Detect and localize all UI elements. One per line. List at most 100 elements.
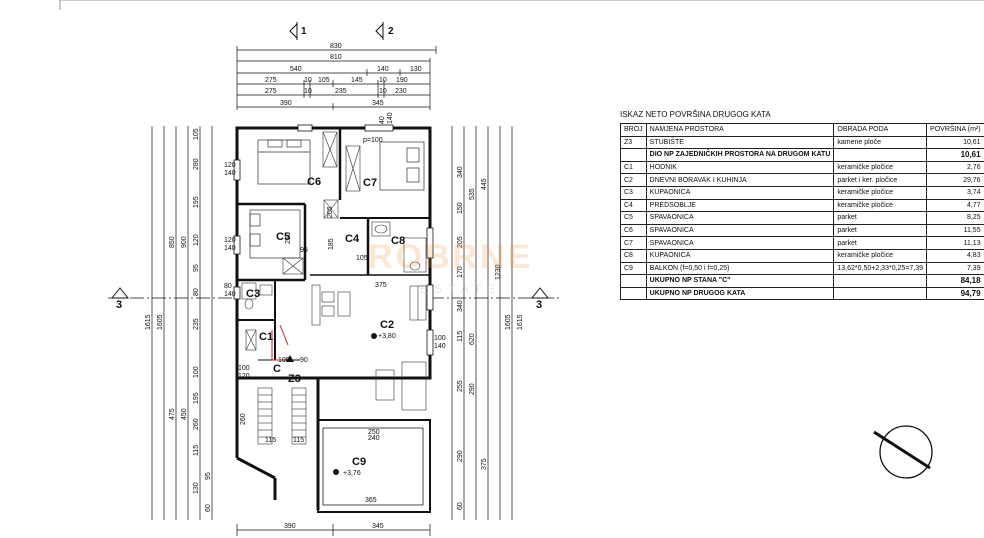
svg-text:375: 375: [375, 282, 387, 289]
svg-text:195: 195: [193, 392, 200, 404]
header-broj: BROJ: [620, 123, 647, 137]
cell-obrada: keramičke pločice: [833, 248, 928, 263]
cell-obrada: [833, 148, 928, 162]
svg-text:140: 140: [224, 291, 236, 298]
svg-text:C5: C5: [276, 231, 290, 243]
cell-povrsina: 10,61: [926, 135, 984, 150]
cell-broj: C4: [620, 198, 647, 213]
svg-text:540: 540: [290, 66, 302, 73]
svg-text:+3,76: +3,76: [343, 470, 361, 477]
svg-text:100: 100: [238, 365, 250, 372]
svg-text:185: 185: [328, 238, 335, 250]
section-marker-3-right: 3: [430, 287, 560, 311]
svg-text:3: 3: [116, 299, 122, 311]
svg-text:60: 60: [205, 504, 212, 512]
watermark-sub: ESTATE: [420, 282, 501, 296]
svg-text:365: 365: [365, 497, 377, 504]
cell-obrada: [833, 286, 928, 301]
svg-text:60: 60: [457, 502, 464, 510]
svg-text:275: 275: [265, 77, 277, 84]
right-dimensions: [451, 126, 513, 520]
cell-namjena: KUPAONICA: [645, 185, 835, 200]
cell-namjena: PREDSOBLJE: [645, 198, 835, 213]
svg-text:10: 10: [304, 88, 312, 95]
svg-text:235: 235: [193, 318, 200, 330]
svg-text:390: 390: [280, 100, 292, 107]
svg-text:115: 115: [457, 331, 464, 342]
svg-text:40: 40: [379, 116, 386, 124]
svg-text:1: 1: [301, 26, 307, 37]
svg-text:340: 340: [457, 166, 464, 178]
svg-text:1615: 1615: [145, 314, 152, 330]
cell-povrsina: 7,39: [926, 261, 984, 276]
svg-text:345: 345: [372, 100, 384, 107]
svg-text:140: 140: [434, 343, 446, 350]
svg-text:535: 535: [469, 188, 476, 200]
svg-text:120: 120: [224, 237, 236, 244]
cell-povrsina: 4,83: [926, 248, 984, 263]
svg-text:120: 120: [238, 373, 250, 380]
section-marker-1: 1: [289, 22, 307, 40]
svg-text:900: 900: [181, 236, 188, 248]
svg-text:255: 255: [457, 380, 464, 392]
header-povrsina: POVRŠINA (m²): [926, 123, 984, 137]
area-table-title: ISKAZ NETO POVRŠINA DRUGOG KATA: [620, 110, 771, 119]
cell-obrada: keramičke pločice: [833, 198, 928, 213]
svg-text:1615: 1615: [517, 314, 524, 330]
svg-text:130: 130: [410, 66, 422, 73]
svg-text:445: 445: [481, 178, 488, 190]
cell-broj: [620, 286, 647, 301]
cell-povrsina: 4,77: [926, 198, 984, 213]
cell-povrsina: 11,55: [926, 223, 984, 238]
svg-text:205: 205: [327, 206, 334, 218]
furniture-bathroom: [241, 221, 427, 310]
table-row: UKUPNO NP STANA "C"84,18: [620, 274, 984, 288]
cell-broj: [620, 274, 647, 288]
svg-text:260: 260: [240, 413, 247, 425]
svg-text:10: 10: [304, 77, 312, 84]
cell-obrada: [833, 274, 928, 288]
cell-namjena: UKUPNO NP STANA "C": [645, 274, 835, 288]
svg-text:240: 240: [368, 435, 380, 442]
svg-text:100: 100: [193, 366, 200, 378]
cell-namjena: SPAVAONICA: [645, 223, 835, 238]
svg-text:10: 10: [379, 77, 387, 84]
north-arrow-icon: [873, 425, 933, 479]
svg-text:450: 450: [181, 408, 188, 420]
cell-namjena: HODNIK: [645, 160, 835, 175]
svg-text:C8: C8: [391, 235, 405, 247]
furniture-living: [311, 284, 427, 411]
cell-broj: C5: [620, 211, 647, 225]
svg-text:230: 230: [395, 88, 407, 95]
cell-namjena: DIO NP ZAJEDNIČKIH PROSTORA NA DRUGOM KA…: [645, 148, 835, 162]
svg-text:145: 145: [351, 77, 363, 84]
cell-namjena: UKUPNO NP DRUGOG KATA: [645, 286, 835, 301]
cell-obrada: parket: [833, 236, 928, 250]
table-row: DIO NP ZAJEDNIČKIH PROSTORA NA DRUGOM KA…: [620, 148, 984, 162]
svg-text:C1: C1: [259, 331, 273, 343]
header-obrada: OBRADA PODA: [833, 123, 928, 137]
svg-text:250: 250: [285, 232, 292, 244]
furniture-wardrobes: [245, 131, 361, 351]
cell-broj: C3: [620, 185, 647, 200]
cell-obrada: parket: [833, 211, 928, 225]
svg-text:105: 105: [318, 77, 330, 84]
svg-text:2: 2: [388, 26, 394, 37]
svg-text:140: 140: [377, 66, 389, 73]
svg-text:100: 100: [434, 335, 446, 342]
level-marker-icon: [286, 333, 377, 475]
cell-broj: C2: [620, 173, 647, 187]
svg-text:150: 150: [457, 202, 464, 214]
section-marker-2: 2: [375, 22, 394, 40]
svg-text:830: 830: [330, 43, 342, 50]
svg-text:95: 95: [205, 472, 212, 480]
cell-broj: [620, 148, 647, 162]
svg-text:345: 345: [372, 523, 384, 530]
cell-obrada: parket: [833, 223, 928, 238]
cell-namjena: KUPAONICA: [645, 248, 835, 263]
